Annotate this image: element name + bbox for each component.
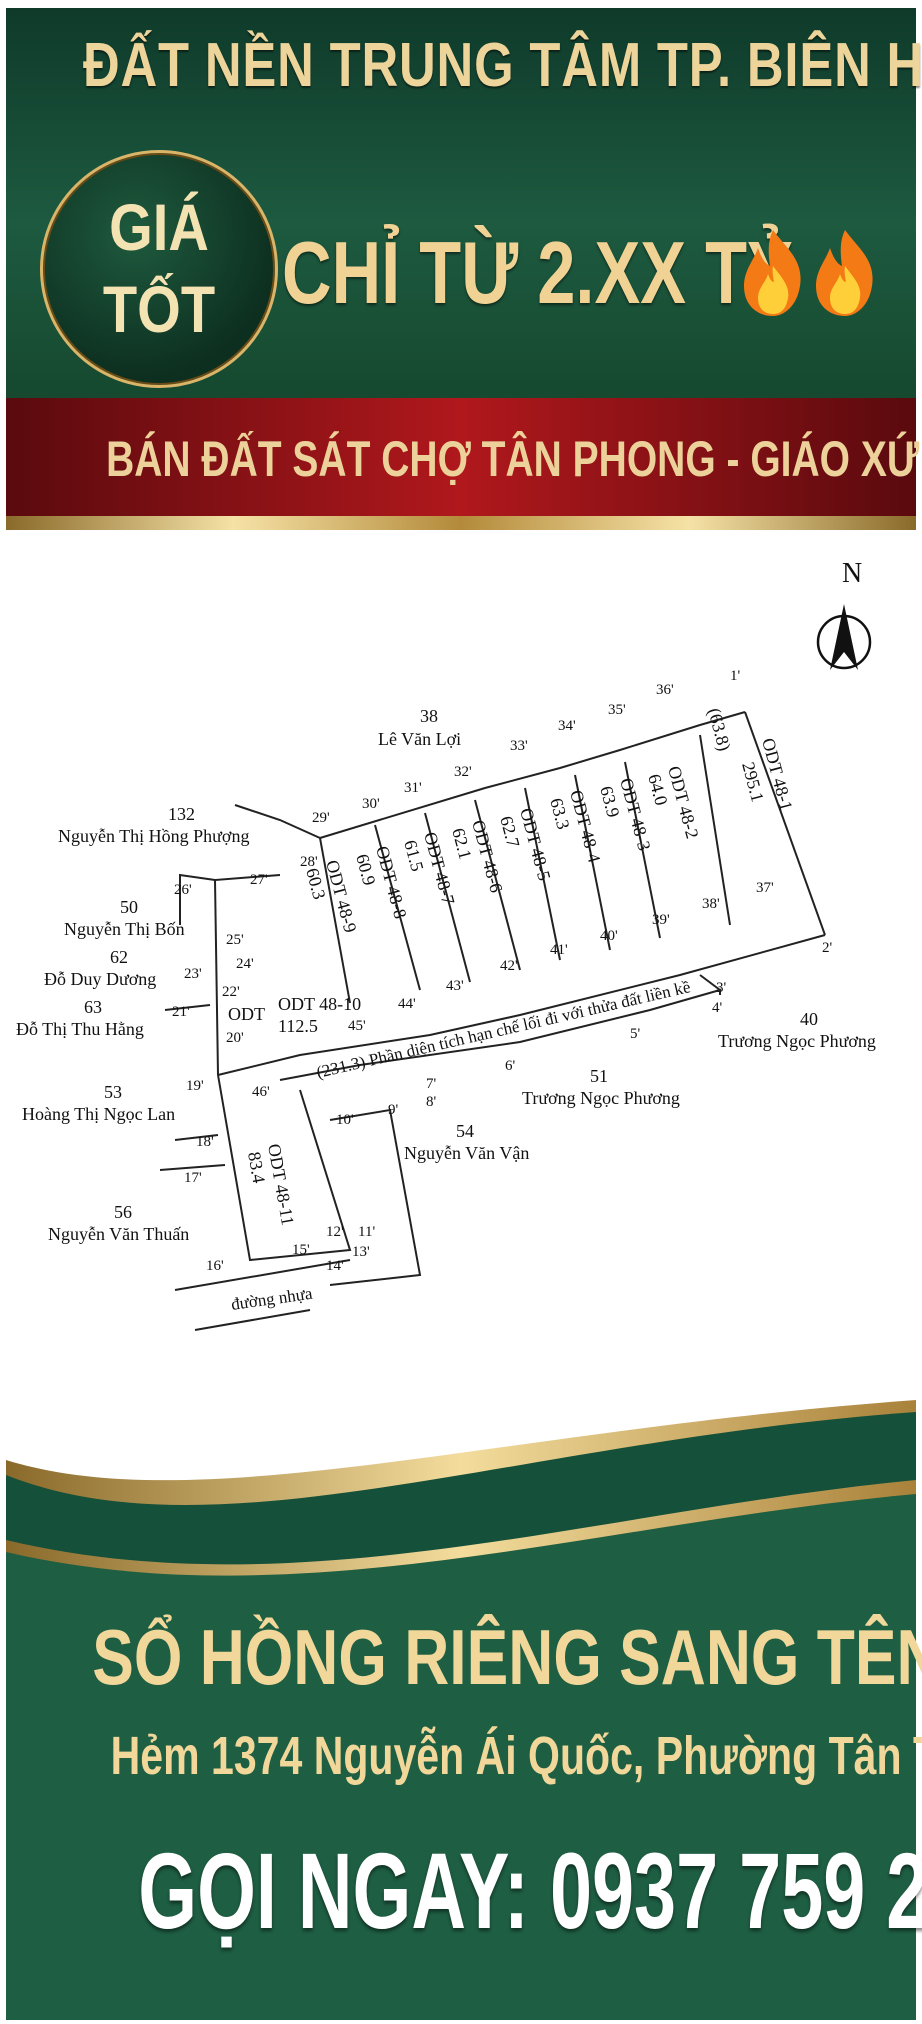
point-label: 26' <box>174 882 192 898</box>
neighbor-num: 51 <box>590 1066 608 1086</box>
badge-line1: GIÁ <box>109 190 209 264</box>
compass-label: N <box>842 558 862 589</box>
compass-icon: N <box>816 558 872 670</box>
fire-icon <box>744 230 801 316</box>
point-label: 9' <box>388 1102 399 1118</box>
point-label: 23' <box>184 966 202 982</box>
neighbor-num: 40 <box>800 1009 818 1029</box>
point-label: 40' <box>600 928 618 944</box>
neighbor-name: Trương Ngọc Phương <box>522 1088 680 1108</box>
point-label: 22' <box>222 984 240 1000</box>
neighbor-labels: 38 Lê Văn Lợi 132 Nguyễn Thị Hồng Phượng… <box>16 706 876 1244</box>
point-label: 24' <box>236 956 254 972</box>
point-label: 15' <box>292 1242 310 1258</box>
point-label: 30' <box>362 796 380 812</box>
neighbor-num: 132 <box>168 804 195 824</box>
point-label: 43' <box>446 978 464 994</box>
neighbor-name: Nguyễn Thị Bốn <box>64 919 185 939</box>
point-label: 1' <box>730 668 741 684</box>
lot-code: (63.8) <box>703 706 735 753</box>
point-label: 29' <box>312 810 330 826</box>
point-label: 6' <box>505 1058 516 1074</box>
point-labels: 1' 2' 3' 4' 5' 6' 7' 8' 9' 10' 11' 12' 1… <box>172 668 833 1274</box>
footer-address: Hẻm 1374 Nguyễn Ái Quốc, Phường Tân Triề… <box>110 1726 922 1786</box>
land-plot-map: N <box>16 558 876 1331</box>
point-label: 21' <box>172 1004 190 1020</box>
point-label: 12' <box>326 1224 344 1240</box>
point-label: 41' <box>550 942 568 958</box>
point-label: 25' <box>226 932 244 948</box>
point-label: 18' <box>196 1134 214 1150</box>
neighbor-num: 63 <box>84 997 102 1017</box>
fire-icon <box>816 230 873 316</box>
neighbor-num: 62 <box>110 947 128 967</box>
point-label: 28' <box>300 854 318 870</box>
banner-text: BÁN ĐẤT SÁT CHỢ TÂN PHONG - GIÁO XỨ THUẬ… <box>106 431 922 487</box>
point-label: 35' <box>608 702 626 718</box>
point-label: 36' <box>656 682 674 698</box>
neighbor-name: Trương Ngọc Phương <box>718 1031 876 1051</box>
point-label: 45' <box>348 1018 366 1034</box>
neighbor-name: Nguyễn Văn Vận <box>404 1143 529 1163</box>
point-label: 8' <box>426 1094 437 1110</box>
point-label: 32' <box>454 764 472 780</box>
gold-divider <box>6 516 916 530</box>
lot-code: ODT 48-11 <box>264 1142 298 1227</box>
price-text: CHỈ TỪ 2.XX TỶ <box>282 223 793 322</box>
point-label: 5' <box>630 1026 641 1042</box>
neighbor-name: Đỗ Thị Thu Hằng <box>16 1019 144 1039</box>
point-label: 42' <box>500 958 518 974</box>
point-label: 14' <box>326 1258 344 1274</box>
point-label: 44' <box>398 996 416 1012</box>
point-label: 33' <box>510 738 528 754</box>
point-label: 37' <box>756 880 774 896</box>
neighbor-name: Lê Văn Lợi <box>378 729 461 749</box>
point-label: 4' <box>712 1000 723 1016</box>
badge-line2: TỐT <box>102 272 216 346</box>
point-label: 17' <box>184 1170 202 1186</box>
lot-area: 295.1 <box>738 760 768 804</box>
point-label: 46' <box>252 1084 270 1100</box>
road-label: đường nhựa <box>230 1284 314 1314</box>
point-label: 10' <box>336 1112 354 1128</box>
point-label: 31' <box>404 780 422 796</box>
neighbor-num: 54 <box>456 1121 474 1141</box>
point-label: 19' <box>186 1078 204 1094</box>
price-badge: GIÁ TỐT <box>40 150 278 388</box>
neighbor-name: Nguyễn Văn Thuấn <box>48 1224 189 1244</box>
footer-wave <box>6 1400 916 2020</box>
lot-code: ODT 48-10 <box>278 994 361 1014</box>
neighbor-num: 38 <box>420 706 438 726</box>
point-label: 2' <box>822 940 833 956</box>
lot-code: ODT <box>228 1004 265 1024</box>
headline: ĐẤT NỀN TRUNG TÂM TP. BIÊN HOÀ <box>82 31 922 100</box>
neighbor-num: 56 <box>114 1202 132 1222</box>
footer-line1: SỔ HỒNG RIÊNG SANG TÊN NGAY <box>92 1613 922 1701</box>
neighbor-num: 53 <box>104 1082 122 1102</box>
neighbor-name: Nguyễn Thị Hồng Phượng <box>58 826 249 846</box>
point-label: 11' <box>358 1224 375 1240</box>
lot-area: 83.4 <box>244 1150 269 1184</box>
lot-boundaries <box>159 711 826 1331</box>
point-label: 3' <box>716 980 727 996</box>
location-banner: BÁN ĐẤT SÁT CHỢ TÂN PHONG - GIÁO XỨ THUẬ… <box>6 398 922 516</box>
neighbor-num: 50 <box>120 897 138 917</box>
point-label: 27' <box>250 872 268 888</box>
lot-area: 112.5 <box>278 1016 318 1036</box>
lot-code: ODT 48-1 <box>758 736 797 813</box>
point-label: 39' <box>652 912 670 928</box>
point-label: 20' <box>226 1030 244 1046</box>
point-label: 38' <box>702 896 720 912</box>
neighbor-name: Hoàng Thị Ngọc Lan <box>22 1104 175 1124</box>
point-label: 7' <box>426 1076 437 1092</box>
point-label: 16' <box>206 1258 224 1274</box>
neighbor-name: Đỗ Duy Dương <box>44 969 156 989</box>
point-label: 13' <box>352 1244 370 1260</box>
point-label: 34' <box>558 718 576 734</box>
footer-phone: GỌI NGAY: 0937 759 297 <box>138 1830 922 1951</box>
